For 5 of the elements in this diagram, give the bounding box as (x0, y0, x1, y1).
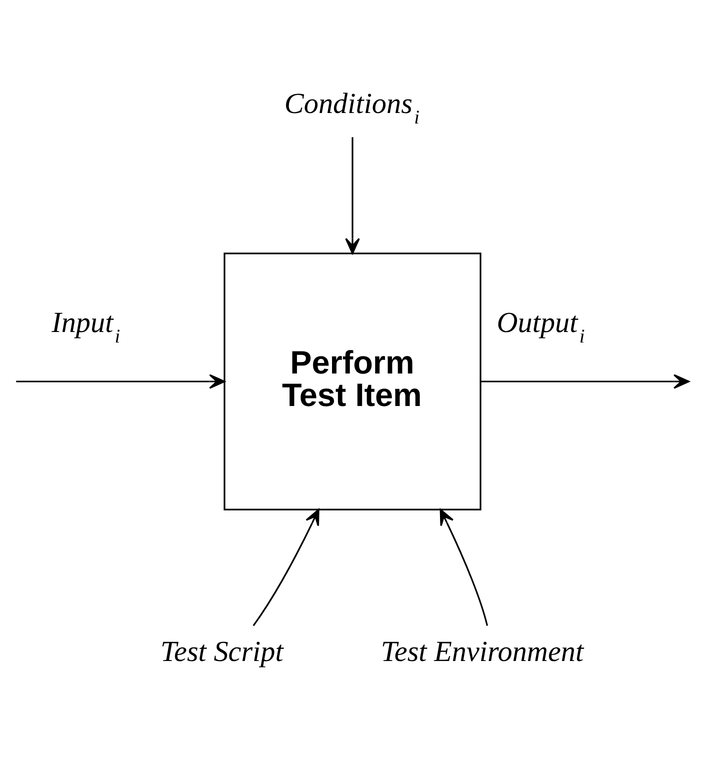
edge-label: Input$_{i}$ (52, 306, 120, 347)
node-text: Test Environment (380, 635, 584, 668)
node-text: Test Script (160, 635, 284, 668)
edge-label: Output$_{i}$ (496, 306, 585, 347)
node-text: Conditions$_{i}$ (284, 88, 420, 128)
